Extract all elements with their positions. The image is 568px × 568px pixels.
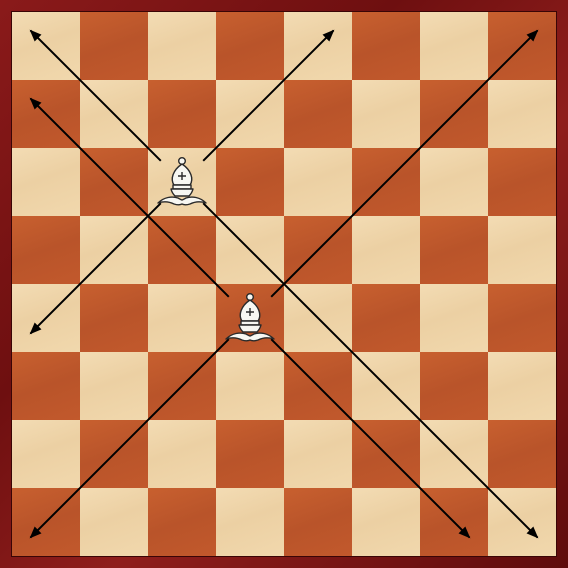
square-g6[interactable] (420, 148, 488, 216)
square-d5[interactable] (216, 216, 284, 284)
square-d3[interactable] (216, 352, 284, 420)
square-f5[interactable] (352, 216, 420, 284)
square-h5[interactable] (488, 216, 556, 284)
square-g7[interactable] (420, 80, 488, 148)
square-f2[interactable] (352, 420, 420, 488)
square-h7[interactable] (488, 80, 556, 148)
square-c5[interactable] (148, 216, 216, 284)
square-g8[interactable] (420, 12, 488, 80)
square-h2[interactable] (488, 420, 556, 488)
square-b6[interactable] (80, 148, 148, 216)
square-e6[interactable] (284, 148, 352, 216)
square-e8[interactable] (284, 12, 352, 80)
square-b4[interactable] (80, 284, 148, 352)
square-a5[interactable] (12, 216, 80, 284)
chessboard (12, 12, 556, 556)
square-h3[interactable] (488, 352, 556, 420)
square-a8[interactable] (12, 12, 80, 80)
square-g5[interactable] (420, 216, 488, 284)
square-e7[interactable] (284, 80, 352, 148)
square-h1[interactable] (488, 488, 556, 556)
square-g2[interactable] (420, 420, 488, 488)
square-e3[interactable] (284, 352, 352, 420)
square-a4[interactable] (12, 284, 80, 352)
square-f1[interactable] (352, 488, 420, 556)
square-g1[interactable] (420, 488, 488, 556)
square-a3[interactable] (12, 352, 80, 420)
square-b5[interactable] (80, 216, 148, 284)
square-c2[interactable] (148, 420, 216, 488)
square-e2[interactable] (284, 420, 352, 488)
square-a7[interactable] (12, 80, 80, 148)
square-b3[interactable] (80, 352, 148, 420)
square-d2[interactable] (216, 420, 284, 488)
square-f3[interactable] (352, 352, 420, 420)
square-d7[interactable] (216, 80, 284, 148)
square-f6[interactable] (352, 148, 420, 216)
square-e1[interactable] (284, 488, 352, 556)
square-c8[interactable] (148, 12, 216, 80)
square-b1[interactable] (80, 488, 148, 556)
square-e5[interactable] (284, 216, 352, 284)
square-h4[interactable] (488, 284, 556, 352)
white-bishop-d4-icon[interactable] (216, 284, 284, 352)
square-e4[interactable] (284, 284, 352, 352)
square-a1[interactable] (12, 488, 80, 556)
square-f7[interactable] (352, 80, 420, 148)
square-f8[interactable] (352, 12, 420, 80)
square-d1[interactable] (216, 488, 284, 556)
white-bishop-c6-icon[interactable] (148, 148, 216, 216)
square-g4[interactable] (420, 284, 488, 352)
square-c1[interactable] (148, 488, 216, 556)
square-a2[interactable] (12, 420, 80, 488)
square-g3[interactable] (420, 352, 488, 420)
square-f4[interactable] (352, 284, 420, 352)
square-b8[interactable] (80, 12, 148, 80)
square-c3[interactable] (148, 352, 216, 420)
square-b7[interactable] (80, 80, 148, 148)
square-d6[interactable] (216, 148, 284, 216)
square-d8[interactable] (216, 12, 284, 80)
square-c7[interactable] (148, 80, 216, 148)
square-h6[interactable] (488, 148, 556, 216)
square-c4[interactable] (148, 284, 216, 352)
square-b2[interactable] (80, 420, 148, 488)
square-a6[interactable] (12, 148, 80, 216)
square-h8[interactable] (488, 12, 556, 80)
